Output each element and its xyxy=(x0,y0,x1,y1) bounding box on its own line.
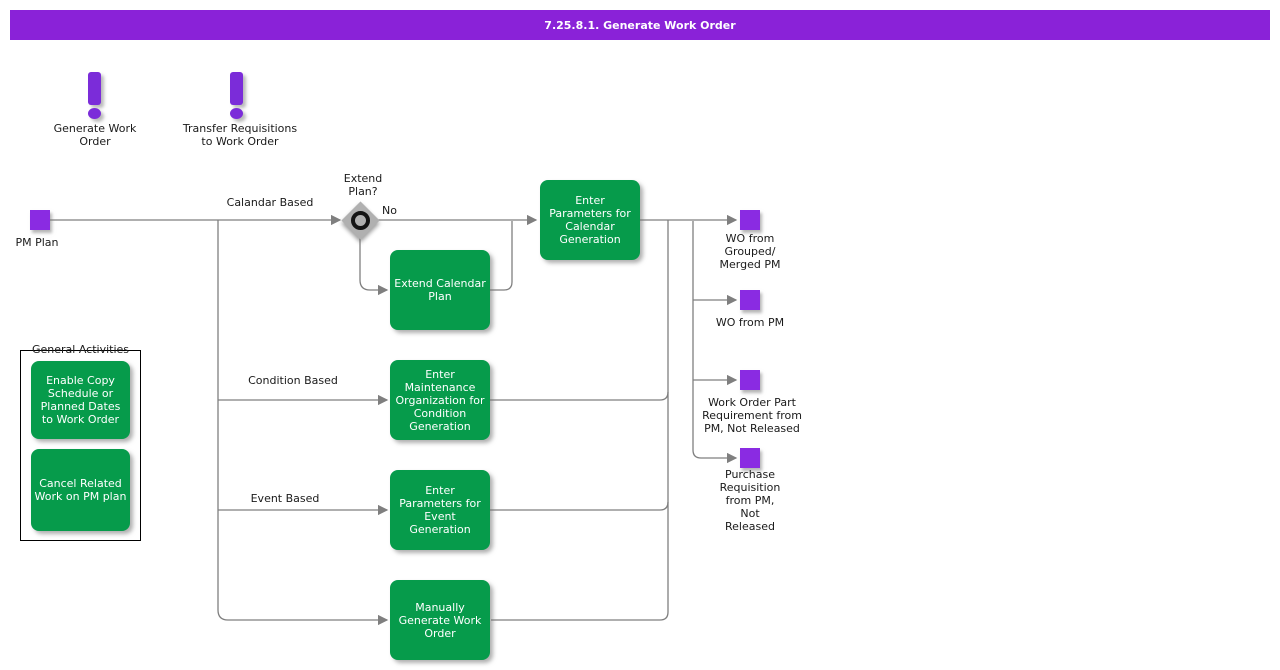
node-label: WO from PM xyxy=(715,316,785,329)
legend-item-label: Transfer Requisitions to Work Order xyxy=(182,122,298,148)
node-label: Purchase Requisition from PM, Not Releas… xyxy=(719,468,781,533)
branch-label-calendar: Calandar Based xyxy=(226,196,314,209)
wo-from-grouped-merged-pm-node[interactable] xyxy=(740,210,760,230)
purchase-requisition-node[interactable] xyxy=(740,448,760,468)
pm-plan-node[interactable] xyxy=(30,210,50,230)
exclamation-icon[interactable] xyxy=(230,108,243,119)
task-enter-parameters-calendar-generation[interactable]: Enter Parameters for Calendar Generation xyxy=(540,180,640,260)
task-enter-parameters-event-generation[interactable]: Enter Parameters for Event Generation xyxy=(390,470,490,550)
task-enable-copy-schedule-or-planned-dates[interactable]: Enable Copy Schedule or Planned Dates to… xyxy=(31,361,130,439)
general-activities-title: General Activities xyxy=(31,343,130,356)
general-activities-panel xyxy=(20,350,141,541)
exclamation-icon[interactable] xyxy=(230,72,243,105)
gateway-circle-icon xyxy=(351,211,370,230)
exclamation-icon[interactable] xyxy=(88,108,101,119)
task-cancel-related-work-on-pm-plan[interactable]: Cancel Related Work on PM plan xyxy=(31,449,130,531)
legend-item-label: Generate Work Order xyxy=(53,122,137,148)
work-order-part-requirement-node[interactable] xyxy=(740,370,760,390)
branch-label-event: Event Based xyxy=(250,492,320,505)
wo-from-pm-node[interactable] xyxy=(740,290,760,310)
branch-label-condition: Condition Based xyxy=(248,374,338,387)
task-manually-generate-work-order[interactable]: Manually Generate Work Order xyxy=(390,580,490,660)
page-title: 7.25.8.1. Generate Work Order xyxy=(10,10,1270,40)
node-label: WO from Grouped/ Merged PM xyxy=(719,232,781,271)
task-enter-maintenance-organization-condition-generation[interactable]: Enter Maintenance Organization for Condi… xyxy=(390,360,490,440)
exclamation-icon[interactable] xyxy=(88,72,101,105)
branch-label-no: No xyxy=(382,204,397,217)
node-label: Work Order Part Requirement from PM, Not… xyxy=(702,396,802,435)
task-extend-calendar-plan[interactable]: Extend Calendar Plan xyxy=(390,250,490,330)
gateway-label: Extend Plan? xyxy=(343,172,383,198)
node-label: PM Plan xyxy=(15,236,59,249)
